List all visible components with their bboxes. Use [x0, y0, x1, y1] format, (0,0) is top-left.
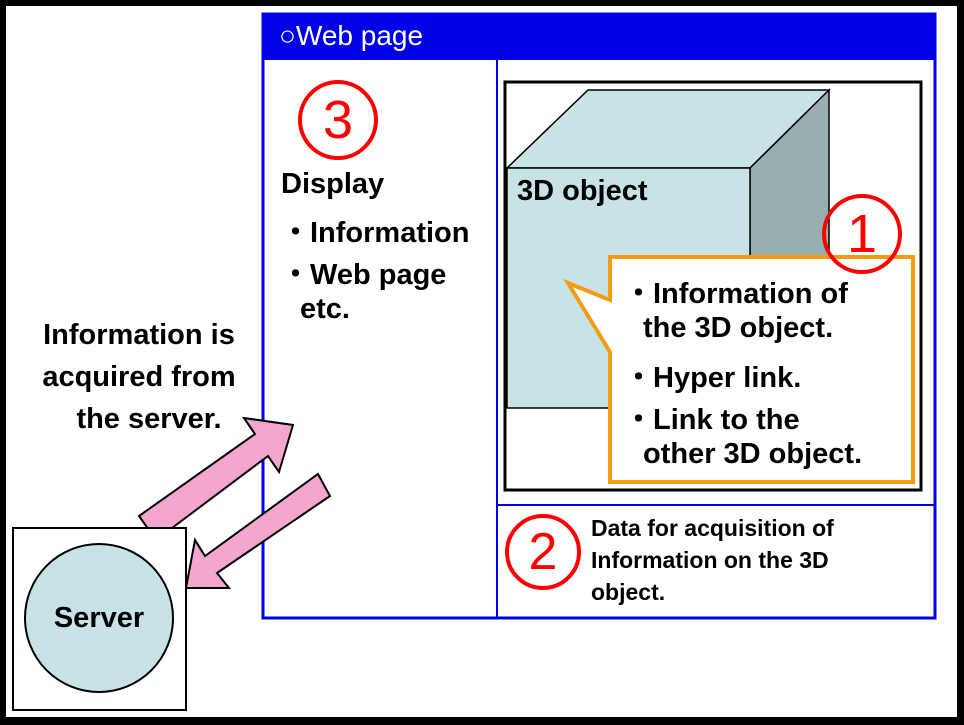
webpage-title-bar: ○Web page: [263, 14, 935, 60]
arrow-to-server: [184, 472, 332, 589]
data-line-1: Data for acquisition of: [591, 515, 834, 541]
webpage-title: ○Web page: [279, 20, 424, 51]
callout-line-3: ・Hyper link.: [624, 362, 802, 394]
number-badge-2: 2: [505, 514, 581, 590]
display-heading: Display: [281, 168, 385, 200]
callout-line-2: the 3D object.: [643, 312, 834, 344]
display-item-etc: etc.: [300, 293, 350, 325]
data-line-2: Information on the 3D: [591, 547, 829, 573]
server-caption-line-3: the server.: [76, 403, 222, 435]
callout-line-4: ・Link to the: [624, 404, 800, 436]
arrow-to-webpage: [137, 416, 295, 542]
callout-line-5: other 3D object.: [643, 438, 863, 470]
server-label: Server: [53, 602, 145, 634]
number-badge-1: 1: [822, 194, 902, 274]
object-label: 3D object: [517, 175, 648, 207]
server-caption-line-1: Information is: [43, 319, 235, 351]
server-node: [24, 543, 174, 693]
display-item-webpage: ・Web page: [281, 259, 447, 291]
display-item-information: ・Information: [281, 217, 470, 249]
server-caption-line-2: acquired from: [42, 361, 236, 393]
callout-line-1: ・Information of: [624, 278, 848, 310]
number-badge-3: 3: [298, 80, 378, 160]
data-line-3: object.: [591, 579, 666, 605]
info-callout: [563, 255, 915, 484]
